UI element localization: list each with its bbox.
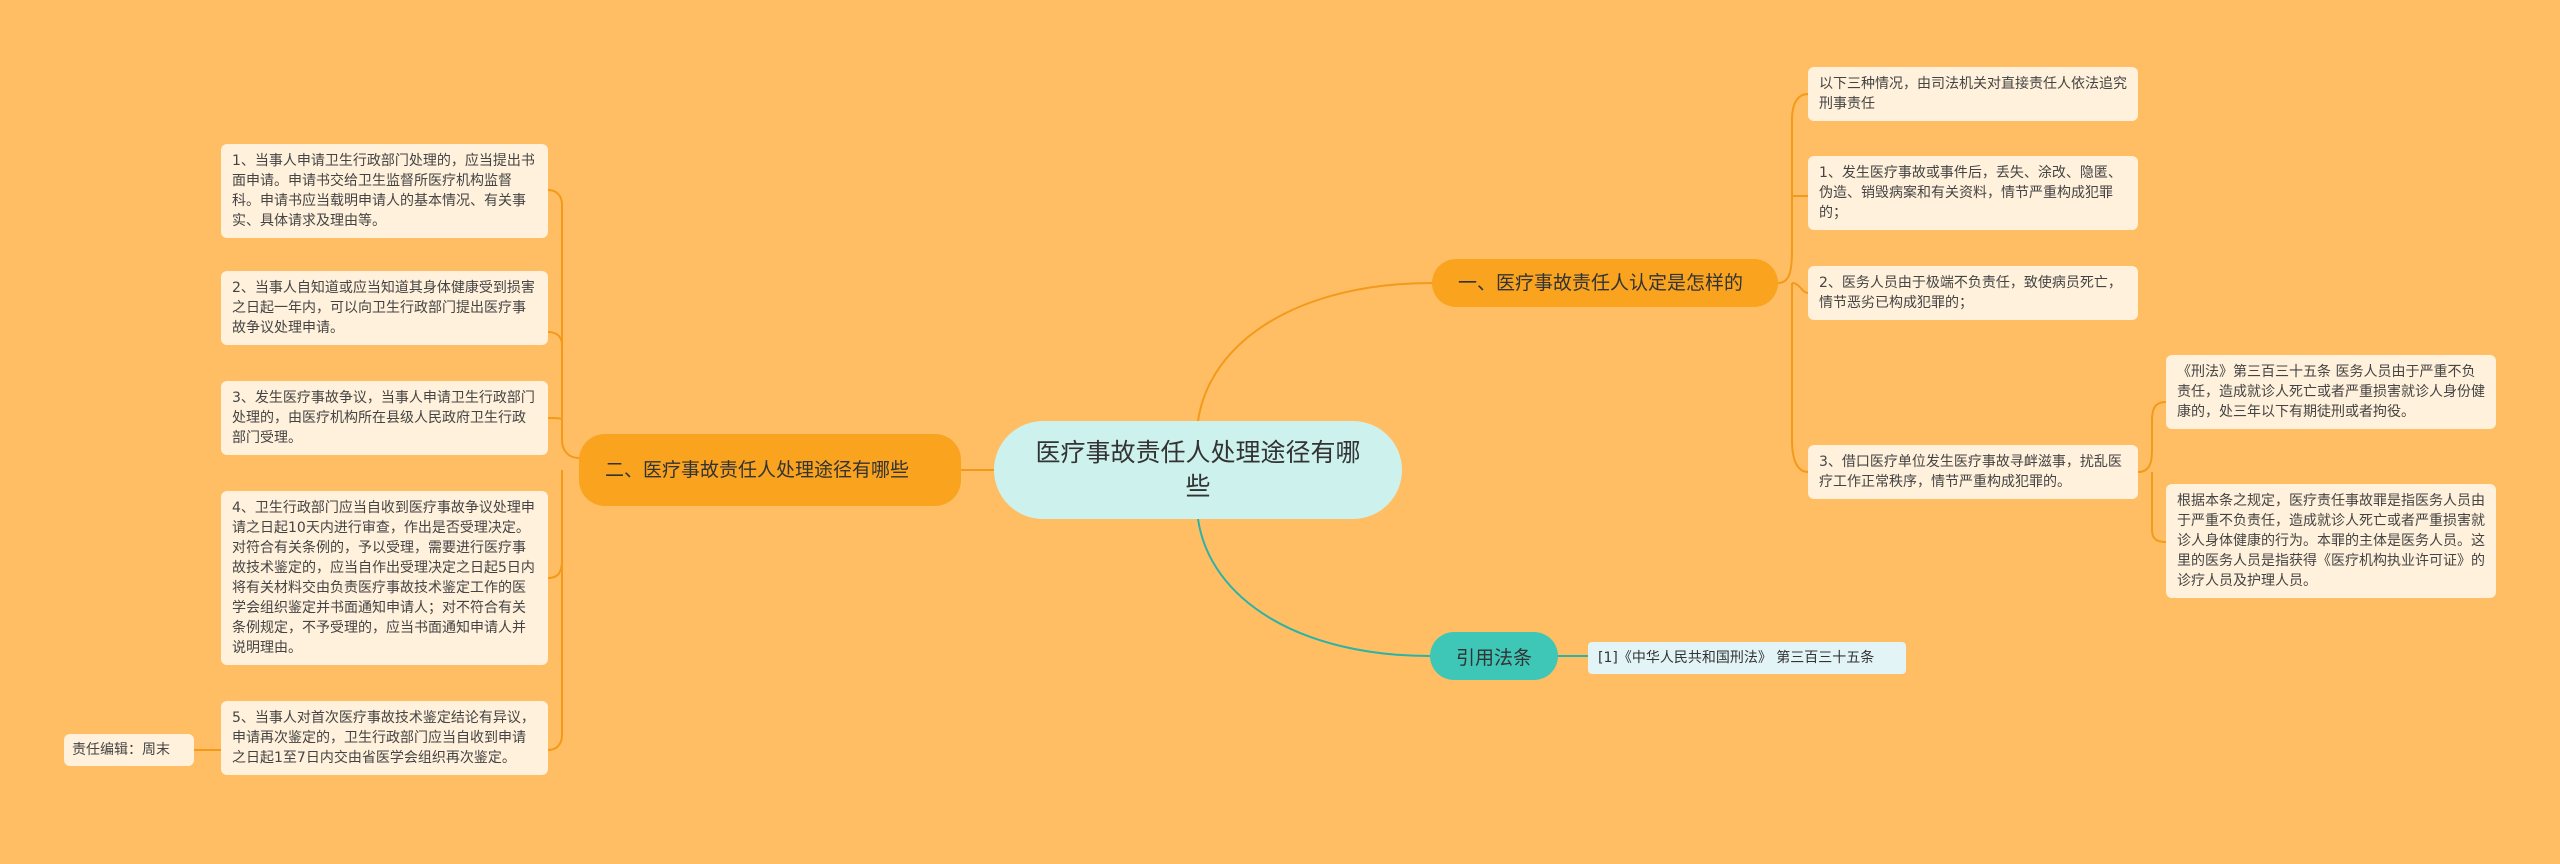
central-topic[interactable]: 医疗事故责任人处理途径有哪些 xyxy=(994,421,1402,519)
leaf-node[interactable]: 1、发生医疗事故或事件后，丢失、涂改、隐匿、伪造、销毁病案和有关资料，情节严重构… xyxy=(1808,156,2138,230)
leaf-node[interactable]: 2、当事人自知道或应当知道其身体健康受到损害之日起一年内，可以向卫生行政部门提出… xyxy=(221,271,548,345)
leaf-text: 1、当事人申请卫生行政部门处理的，应当提出书面申请。申请书交给卫生监督所医疗机构… xyxy=(232,153,535,229)
leaf-text: 2、医务人员由于极端不负责任，致使病员死亡，情节恶劣已构成犯罪的； xyxy=(1819,275,2122,311)
leaf-node[interactable]: 以下三种情况，由司法机关对直接责任人依法追究刑事责任 xyxy=(1808,67,2138,121)
branch-topic-identification[interactable]: 一、医疗事故责任人认定是怎样的 xyxy=(1432,259,1778,307)
leaf-node[interactable]: 1、当事人申请卫生行政部门处理的，应当提出书面申请。申请书交给卫生监督所医疗机构… xyxy=(221,144,548,238)
citation-leaf[interactable]: [1]《中华人民共和国刑法》 第三百三十五条 xyxy=(1588,642,1906,674)
central-topic-label: 医疗事故责任人处理途径有哪些 xyxy=(1035,438,1361,501)
branch-topic-handling[interactable]: 二、医疗事故责任人处理途径有哪些 xyxy=(579,434,961,506)
branch-label: 二、医疗事故责任人处理途径有哪些 xyxy=(605,458,910,481)
leaf-text: 以下三种情况，由司法机关对直接责任人依法追究刑事责任 xyxy=(1819,76,2127,112)
subleaf-node[interactable]: 《刑法》第三百三十五条 医务人员由于严重不负责任，造成就诊人死亡或者严重损害就诊… xyxy=(2166,355,2496,429)
leaf-text: 1、发生医疗事故或事件后，丢失、涂改、隐匿、伪造、销毁病案和有关资料，情节严重构… xyxy=(1819,165,2122,221)
link-root-branch3 xyxy=(1197,518,1431,657)
editor-note[interactable]: 责任编辑：周末 xyxy=(64,734,194,766)
link-leaf-subitems xyxy=(2137,401,2167,543)
subleaf-node[interactable]: 根据本条之规定，医疗责任事故罪是指医务人员由于严重不负责任，造成就诊人死亡或者严… xyxy=(2166,484,2496,598)
leaf-text: 根据本条之规定，医疗责任事故罪是指医务人员由于严重不负责任，造成就诊人死亡或者严… xyxy=(2177,493,2485,589)
leaf-text: 5、当事人对首次医疗事故技术鉴定结论有异议，申请再次鉴定的，卫生行政部门应当自收… xyxy=(232,710,535,766)
leaf-text: 4、卫生行政部门应当自收到医疗事故争议处理申请之日起10天内进行审查，作出是否受… xyxy=(232,500,535,656)
leaf-text: 2、当事人自知道或应当知道其身体健康受到损害之日起一年内，可以向卫生行政部门提出… xyxy=(232,280,535,336)
link-root-branch1 xyxy=(1197,282,1433,422)
link-branch2-leaves xyxy=(547,189,580,751)
leaf-node[interactable]: 3、借口医疗单位发生医疗事故寻衅滋事，扰乱医疗工作正常秩序，情节严重构成犯罪的。 xyxy=(1808,445,2138,499)
citation-text: [1]《中华人民共和国刑法》 第三百三十五条 xyxy=(1598,650,1875,666)
leaf-node[interactable]: 4、卫生行政部门应当自收到医疗事故争议处理申请之日起10天内进行审查，作出是否受… xyxy=(221,491,548,665)
leaf-text: 3、借口医疗单位发生医疗事故寻衅滋事，扰乱医疗工作正常秩序，情节严重构成犯罪的。 xyxy=(1819,454,2122,490)
leaf-node[interactable]: 5、当事人对首次医疗事故技术鉴定结论有异议，申请再次鉴定的，卫生行政部门应当自收… xyxy=(221,701,548,775)
leaf-text: 《刑法》第三百三十五条 医务人员由于严重不负责任，造成就诊人死亡或者严重损害就诊… xyxy=(2177,364,2485,420)
branch-topic-citations[interactable]: 引用法条 xyxy=(1430,632,1558,680)
leaf-text: 3、发生医疗事故争议，当事人申请卫生行政部门处理的，由医疗机构所在县级人民政府卫… xyxy=(232,390,535,446)
branch-label: 一、医疗事故责任人认定是怎样的 xyxy=(1458,271,1744,294)
branch-label: 引用法条 xyxy=(1455,646,1532,669)
leaf-node[interactable]: 2、医务人员由于极端不负责任，致使病员死亡，情节恶劣已构成犯罪的； xyxy=(1808,266,2138,320)
leaf-node[interactable]: 3、发生医疗事故争议，当事人申请卫生行政部门处理的，由医疗机构所在县级人民政府卫… xyxy=(221,381,548,455)
editor-text: 责任编辑：周末 xyxy=(72,742,170,758)
link-branch1-leaves xyxy=(1777,93,1809,473)
